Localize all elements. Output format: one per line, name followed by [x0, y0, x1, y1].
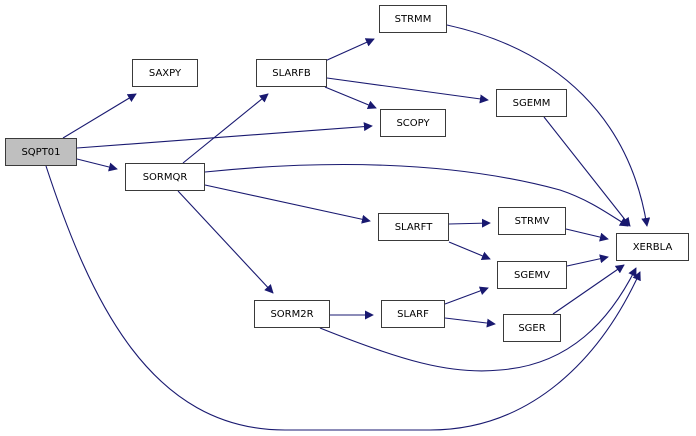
node-strmm[interactable]: STRMM — [379, 5, 447, 33]
node-sormqr[interactable]: SORMQR — [125, 163, 205, 191]
edge-sqpt01-to-scopy — [76, 122, 373, 149]
edge-sqpt01-to-sormqr — [76, 158, 118, 172]
edge-sormqr-to-xerbla — [204, 163, 629, 227]
edge-slarft-to-strmv — [448, 218, 491, 228]
node-saxpy[interactable]: SAXPY — [132, 59, 198, 87]
edge-sorm2r-to-xerbla — [319, 267, 637, 372]
edge-sqpt01-to-xerbla — [45, 165, 641, 431]
edge-sger-to-xerbla — [552, 264, 625, 315]
node-sgemm[interactable]: SGEMM — [496, 89, 567, 117]
edge-strmm-to-xerbla — [446, 24, 651, 227]
edge-sgemv-to-xerbla — [566, 254, 609, 267]
node-scopy[interactable]: SCOPY — [380, 109, 446, 137]
edge-slarfb-to-scopy — [324, 86, 377, 110]
edge-slarfb-to-sgemm — [326, 77, 489, 104]
node-slarft[interactable]: SLARFT — [378, 213, 449, 241]
node-slarfb[interactable]: SLARFB — [256, 59, 327, 87]
edge-slarft-to-sgemv — [448, 241, 491, 261]
edge-slarf-to-sger — [444, 317, 496, 328]
node-strmv[interactable]: STRMV — [498, 207, 566, 235]
edge-sormqr-to-slarft — [204, 184, 371, 224]
node-sqpt01[interactable]: SQPT01 — [5, 138, 77, 166]
node-sorm2r[interactable]: SORM2R — [254, 300, 330, 328]
edge-slarfb-to-strmm — [324, 38, 375, 62]
node-xerbla[interactable]: XERBLA — [616, 233, 689, 261]
edge-slarf-to-sgemv — [444, 286, 489, 305]
edge-sormqr-to-slarfb — [182, 93, 269, 164]
node-sger[interactable]: SGER — [503, 314, 561, 342]
node-sgemv[interactable]: SGEMV — [497, 261, 567, 289]
edge-sqpt01-to-saxpy — [62, 93, 137, 139]
edge-strmv-to-xerbla — [565, 228, 609, 242]
node-slarf[interactable]: SLARF — [381, 300, 445, 328]
edge-sormqr-to-sorm2r — [177, 190, 274, 294]
edge-sgemm-to-xerbla — [543, 116, 631, 227]
